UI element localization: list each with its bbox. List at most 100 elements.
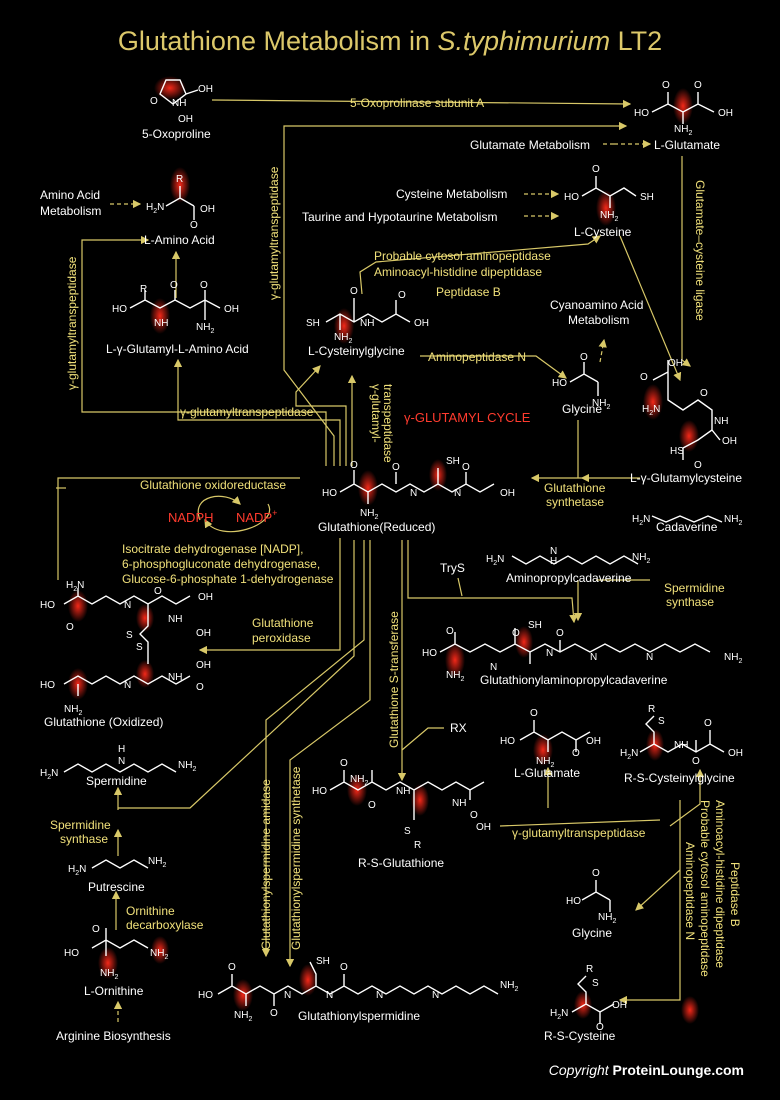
enzyme-nadp-2[interactable]: 6-phosphogluconate dehydrogenase,	[122, 557, 320, 571]
svg-text:NH2: NH2	[724, 514, 742, 527]
enzyme-gsp-synthetase[interactable]: Glutathionylspermidine synthetase	[289, 766, 303, 950]
enzyme-peptidase-b[interactable]: Peptidase B	[436, 285, 501, 299]
cysteine-metabolism-link[interactable]: Cysteine Metabolism	[396, 187, 507, 201]
enzyme-glutathione-s-transferase[interactable]: Glutathione S-transferase	[387, 611, 401, 748]
cyanoamino-link-2[interactable]: Metabolism	[568, 313, 629, 327]
enzyme-ggt-bottom[interactable]: γ-glutamyltranspeptidase	[512, 826, 646, 840]
svg-text:NH: NH	[714, 416, 728, 427]
enzyme-spermidine-synthase-cad-2[interactable]: synthase	[666, 595, 714, 609]
nadp-sup: +	[272, 508, 277, 518]
svg-text:NH: NH	[154, 318, 168, 329]
label-l-amino-acid: L-Amino Acid	[144, 233, 215, 247]
svg-text:OH: OH	[198, 592, 213, 603]
svg-text:N: N	[124, 680, 131, 691]
enzyme-gpx-1[interactable]: Glutathione	[252, 616, 314, 630]
svg-text:O: O	[196, 682, 204, 693]
svg-text:O: O	[398, 290, 406, 301]
svg-text:O: O	[640, 372, 648, 383]
enzyme-aminopeptidase-n[interactable]: Aminopeptidase N	[428, 350, 526, 364]
svg-text:O: O	[572, 748, 580, 759]
enzyme-spermidine-synthase-cad-1[interactable]: Spermidine	[664, 581, 725, 595]
amino-acid-metabolism-link-1[interactable]: Amino Acid	[40, 188, 100, 202]
svg-text:O: O	[350, 460, 358, 471]
svg-text:NH2: NH2	[148, 856, 166, 869]
label-glutamyl-amino-acid: L-γ-Glutamyl-L-Amino Acid	[106, 342, 249, 356]
enzyme-spermidine-synthase-2[interactable]: synthase	[60, 832, 108, 846]
label-aminopropylcadaverine: Aminopropylcadaverine	[506, 571, 632, 585]
enzyme-ggt-split-2[interactable]: transpeptidase	[381, 384, 395, 463]
label-trys: TryS	[440, 561, 465, 575]
label-glutamylcysteine: L-γ-Glutamylcysteine	[630, 471, 742, 485]
svg-text:O: O	[200, 280, 208, 291]
svg-text:NH2: NH2	[500, 980, 518, 993]
svg-text:N: N	[376, 990, 383, 1001]
enzyme-aminopeptidase-2[interactable]: Aminoacyl-histidine dipeptidase	[374, 265, 542, 279]
enzyme-ornithine-decarboxylase-1[interactable]: Ornithine	[126, 904, 175, 918]
label-cadaverine: Cadaverine	[656, 520, 718, 534]
enzyme-nadp-1[interactable]: Isocitrate dehydrogenase [NADP],	[122, 542, 303, 556]
pathway-labels: Glutamate Metabolism Cysteine Metabolism…	[40, 138, 643, 1043]
svg-text:H: H	[550, 556, 557, 567]
enzyme-oxoprolinase[interactable]: 5-Oxoprolinase subunit A	[350, 96, 484, 110]
enzyme-ggt-split-1[interactable]: γ-glutamyl-	[369, 384, 383, 443]
amino-acid-metabolism-link-2[interactable]: Metabolism	[40, 204, 101, 218]
enzyme-ggt-horizontal[interactable]: γ-glutamyltranspeptidase	[180, 405, 314, 419]
svg-text:N: N	[546, 648, 553, 659]
svg-text:OH: OH	[224, 304, 239, 315]
svg-text:O: O	[694, 460, 702, 471]
svg-text:N: N	[590, 652, 597, 663]
enzyme-ggt-vertical-top[interactable]: γ-glutamyltranspeptidase	[267, 166, 281, 300]
enzyme-glutathione-oxidoreductase[interactable]: Glutathione oxidoreductase	[140, 478, 286, 492]
enzyme-gpx-2[interactable]: peroxidase	[252, 631, 311, 645]
enzyme-bottom-pca[interactable]: Probable cytosol aminopeptidase	[698, 800, 712, 977]
enzyme-nadp-3[interactable]: Glucose-6-phosphate 1-dehydrogenase	[122, 572, 334, 586]
svg-text:O: O	[340, 758, 348, 769]
svg-text:O: O	[556, 628, 564, 639]
compound-labels: 5-Oxoproline L-Glutamate L-Cysteine L-Am…	[44, 127, 742, 1043]
svg-text:H2N: H2N	[146, 202, 164, 215]
svg-text:N: N	[646, 652, 653, 663]
enzyme-ornithine-decarboxylase-2[interactable]: decarboxylase	[126, 918, 204, 932]
enzyme-gs-synthetase-1[interactable]: Glutathione	[544, 481, 606, 495]
enzyme-glutamate-cysteine-ligase[interactable]: Glutamate–cysteine ligase	[693, 180, 707, 321]
enzyme-ggt-vertical-left[interactable]: γ-glutamyltranspeptidase	[65, 256, 79, 390]
svg-text:NH2: NH2	[536, 756, 554, 769]
svg-text:NH: NH	[452, 798, 466, 809]
enzyme-bottom-ahd[interactable]: Aminoacyl-histidine dipeptidase	[713, 800, 727, 968]
cyanoamino-link-1[interactable]: Cyanoamino Acid	[550, 298, 643, 312]
svg-text:NH2: NH2	[334, 332, 352, 345]
svg-text:NH: NH	[168, 672, 182, 683]
svg-text:S: S	[136, 642, 143, 653]
svg-text:O: O	[190, 220, 198, 231]
svg-text:H2N: H2N	[40, 768, 58, 781]
highlight-glows	[68, 76, 699, 1024]
svg-text:HO: HO	[634, 108, 649, 119]
svg-text:R: R	[648, 704, 655, 715]
arginine-biosynthesis-link[interactable]: Arginine Biosynthesis	[56, 1029, 171, 1043]
enzyme-gs-synthetase-2[interactable]: synthetase	[546, 495, 604, 509]
svg-text:HO: HO	[500, 736, 515, 747]
svg-text:R: R	[140, 284, 147, 295]
enzyme-aminopeptidase-1[interactable]: Probable cytosol aminopeptidase	[374, 249, 551, 263]
label-l-glutamate-top: L-Glutamate	[654, 138, 720, 152]
svg-text:N: N	[124, 600, 131, 611]
molecule-bonds	[63, 79, 725, 1024]
svg-text:SH: SH	[306, 318, 320, 329]
svg-text:S: S	[126, 630, 133, 641]
svg-text:NH2: NH2	[632, 552, 650, 565]
svg-text:HO: HO	[552, 378, 567, 389]
copyright-brand[interactable]: ProteinLounge.com	[612, 1062, 744, 1078]
svg-text:O: O	[530, 708, 538, 719]
enzyme-bottom-peptidase-b[interactable]: Peptidase B	[728, 862, 742, 927]
svg-text:OH: OH	[728, 748, 743, 759]
svg-text:N: N	[284, 990, 291, 1001]
taurine-metabolism-link[interactable]: Taurine and Hypotaurine Metabolism	[302, 210, 497, 224]
enzyme-spermidine-synthase-1[interactable]: Spermidine	[50, 818, 111, 832]
enzyme-gsp-amidase[interactable]: Glutathionylspermidine amidase	[259, 779, 273, 950]
title-strain: LT2	[610, 26, 663, 56]
glutamate-metabolism-link[interactable]: Glutamate Metabolism	[470, 138, 590, 152]
svg-text:HO: HO	[64, 948, 79, 959]
svg-text:NH2: NH2	[724, 652, 742, 665]
enzyme-bottom-aminopeptidase-n[interactable]: Aminopeptidase N	[683, 842, 697, 940]
